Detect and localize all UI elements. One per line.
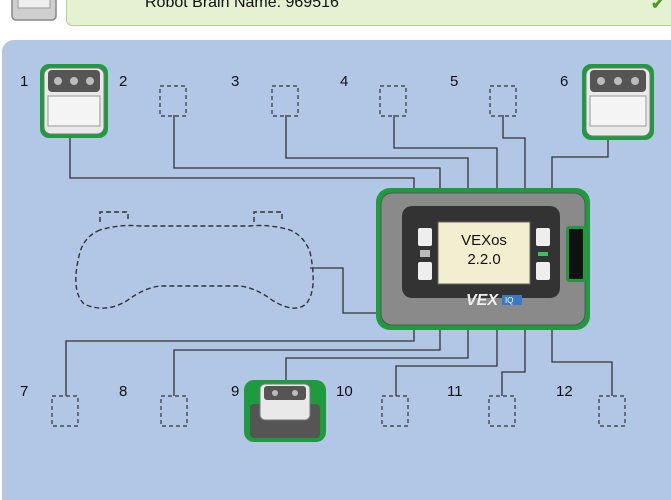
empty-port-10[interactable]	[381, 395, 409, 427]
svg-text:VEX: VEX	[466, 292, 499, 309]
empty-port-6-slot[interactable]	[489, 85, 517, 117]
empty-port-12[interactable]	[598, 395, 626, 427]
brain-os-version: 2.2.0	[467, 251, 500, 268]
brain-name-label: Robot Brain Name: 969516	[145, 0, 339, 11]
check-icon: ✔	[651, 0, 665, 13]
robot-brain[interactable]: VEX IQ	[376, 188, 590, 330]
empty-port-5[interactable]	[379, 85, 407, 117]
port-number-10: 10	[336, 383, 353, 400]
smart-motor-port-1[interactable]	[40, 64, 108, 138]
port-number-1: 1	[20, 73, 28, 90]
brain-os-name: VEXos	[461, 232, 507, 249]
controller-placeholder[interactable]	[75, 211, 314, 309]
port-number-9: 9	[231, 383, 239, 400]
empty-port-7[interactable]	[51, 395, 79, 427]
port-number-3: 3	[231, 73, 239, 90]
port-number-7: 7	[20, 383, 28, 400]
empty-port-11[interactable]	[488, 395, 516, 427]
port-number-2: 2	[119, 73, 127, 90]
port-number-5: 5	[450, 73, 458, 90]
port-number-6: 6	[560, 73, 568, 90]
port-number-4: 4	[340, 73, 348, 90]
empty-port-8[interactable]	[160, 395, 188, 427]
empty-port-4[interactable]	[271, 85, 299, 117]
smart-motor-port-6[interactable]	[582, 64, 654, 140]
port-number-11: 11	[447, 383, 463, 400]
port-wires	[65, 115, 613, 396]
brain-thumbnail-icon	[11, 0, 57, 21]
svg-text:IQ: IQ	[505, 296, 513, 305]
port-number-12: 12	[556, 383, 573, 400]
port-number-8: 8	[119, 383, 127, 400]
gyro-sensor-port-9[interactable]	[244, 380, 326, 442]
brain-screen	[437, 221, 531, 285]
empty-port-3[interactable]	[159, 85, 187, 117]
brain-name-box[interactable]	[66, 0, 671, 26]
